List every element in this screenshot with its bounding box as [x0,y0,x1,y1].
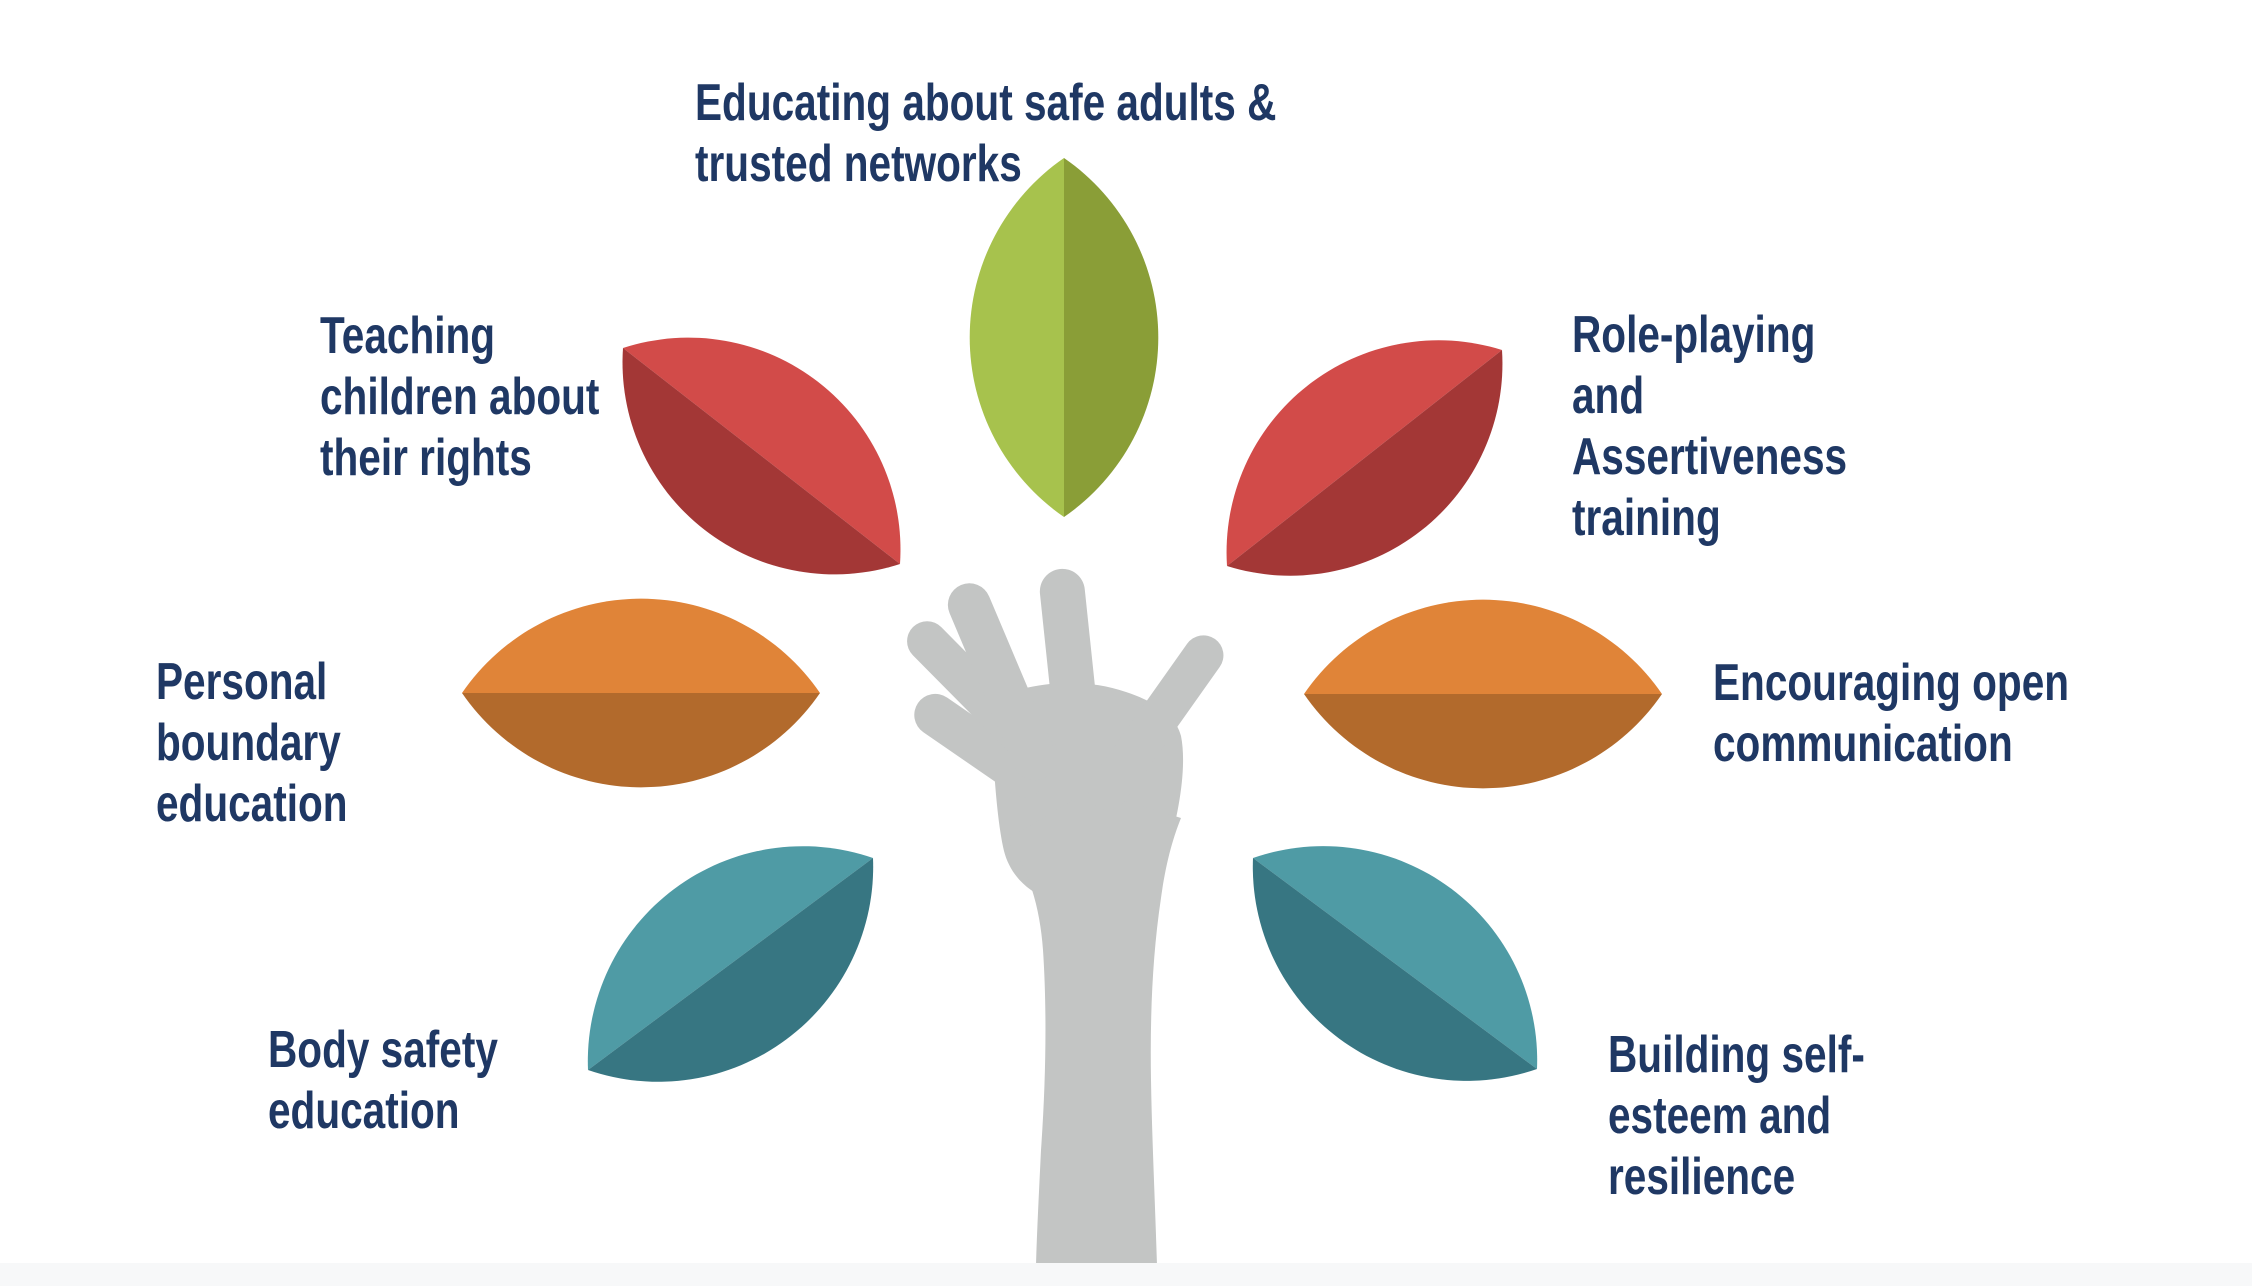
petal-label-self-esteem: Building self- esteem and resilience [1608,964,1937,1208]
petal-middle-right-orange-light-half [1304,599,1662,694]
petal-upper-left-red-dark-half [622,348,900,575]
petal-label-role-playing-text: Role-playing and Assertiveness training [1572,306,1848,547]
thumb-finger [914,693,1046,798]
petal-upper-left-red-light-half [623,337,901,564]
petal-middle-right-orange [1304,599,1662,789]
petal-label-self-esteem-text: Building self- esteem and resilience [1608,1026,1865,1206]
petal-label-open-communication: Encouraging open communication [1713,592,2169,775]
petal-label-open-communication-text: Encouraging open communication [1713,654,2070,773]
petal-top-green-dark-half [1064,158,1159,517]
hand-wrist [1006,790,1181,1265]
petal-lower-right-teal [1252,846,1538,1081]
middle-finger [947,583,1056,781]
petal-label-body-safety: Body safety education [268,959,563,1142]
hand-icon [907,568,1224,1265]
petal-top-green-light-half [969,158,1064,517]
petal-middle-right-orange-dark-half [1304,694,1662,789]
petal-upper-right-red-dark-half [1227,350,1503,576]
petal-middle-left-orange [462,598,820,788]
petal-label-safe-adults: Educating about safe adults & trusted ne… [695,12,1440,195]
slide-bottom-edge [0,1263,2252,1286]
petal-lower-right-teal-dark-half [1252,858,1537,1081]
petal-label-body-safety-text: Body safety education [268,1021,498,1140]
petal-lower-left-teal-light-half [587,846,873,1070]
ring-finger [1039,568,1105,803]
petal-label-safe-adults-text: Educating about safe adults & trusted ne… [695,74,1277,193]
petal-upper-right-red-light-half [1226,340,1502,566]
petal-top-green [969,158,1159,517]
pinky-finger [1088,635,1224,810]
petal-label-personal-boundary-text: Personal boundary education [156,653,348,833]
petal-upper-left-red [622,337,901,575]
petal-label-teaching-rights: Teaching children about their rights [320,245,678,489]
petal-middle-left-orange-light-half [462,598,820,693]
petal-label-personal-boundary: Personal boundary education [156,591,402,835]
petal-lower-left-teal [587,846,874,1082]
petal-lower-right-teal-light-half [1253,846,1538,1069]
petal-label-teaching-rights-text: Teaching children about their rights [320,307,600,487]
petal-upper-right-red [1226,340,1503,576]
petal-lower-left-teal-dark-half [588,858,874,1082]
petal-label-role-playing: Role-playing and Assertiveness training [1572,244,1925,549]
petal-middle-left-orange-dark-half [462,693,820,788]
